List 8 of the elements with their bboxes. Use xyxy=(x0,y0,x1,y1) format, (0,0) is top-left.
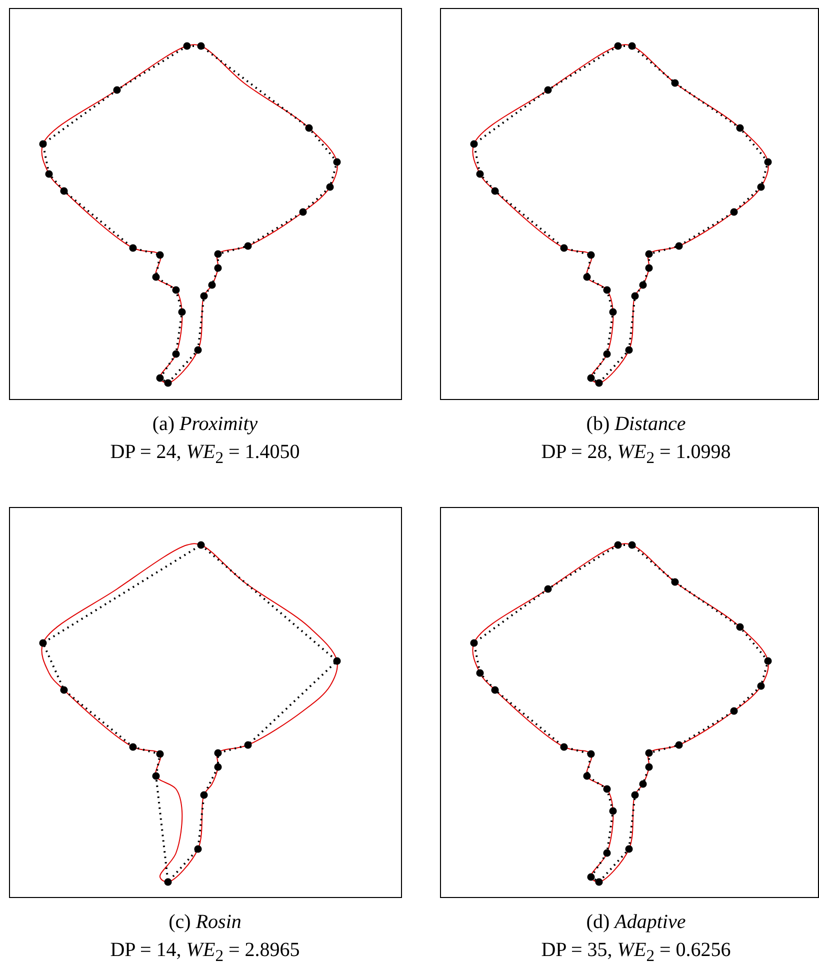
metrics-text: DP = 24, WE$_{2}$ = 1.4050 xyxy=(110,440,300,469)
metrics-text: DP = 28, WE$_{2}$ = 1.0998 xyxy=(541,440,731,469)
subfigure-caption: (c) Rosin xyxy=(168,910,242,934)
subfigure-caption: (d) Adaptive xyxy=(586,910,686,934)
metrics-text: DP = 14, WE$_{2}$ = 2.8965 xyxy=(110,938,300,967)
subfigure-caption: (a) Proximity xyxy=(152,412,258,436)
subfigure-caption: (b) Distance xyxy=(586,412,686,436)
metrics-text: DP = 35, WE$_{2}$ = 0.6256 xyxy=(541,938,731,967)
